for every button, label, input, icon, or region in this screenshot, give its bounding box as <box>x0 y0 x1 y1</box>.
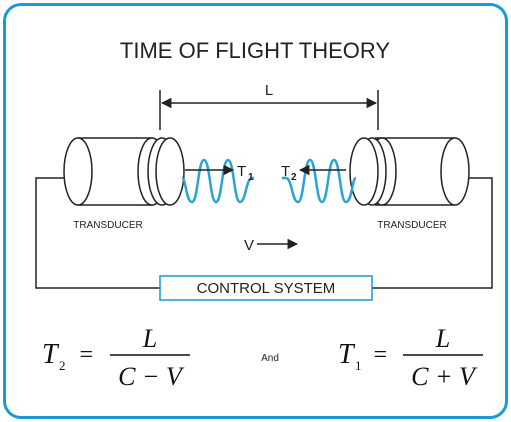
and-label: And <box>261 353 279 364</box>
t1-label: T <box>237 163 246 180</box>
t2-indicator: T 2 <box>281 163 346 183</box>
formula-t1-numerator: L <box>435 324 450 353</box>
t2-label: T <box>281 163 290 180</box>
transducer-right-label: TRANSDUCER <box>377 220 446 231</box>
formula-t1-lhs: T <box>338 339 356 370</box>
transducer-left-label: TRANSDUCER <box>73 220 142 231</box>
formula-t2-equals: = <box>78 342 94 368</box>
t2-subscript: 2 <box>291 172 297 183</box>
distance-label: L <box>265 82 273 99</box>
formula-t1-lhs-sub: 1 <box>355 358 362 373</box>
velocity-label: V <box>244 237 254 254</box>
formula-t2-numerator: L <box>142 324 157 353</box>
wave-right <box>282 158 358 204</box>
formula-t2: T 2 = L C − V <box>42 324 190 391</box>
formula-t2-lhs-sub: 2 <box>59 358 66 373</box>
wave-left <box>180 158 254 204</box>
diagram-frame <box>3 3 508 419</box>
formula-t2-lhs: T <box>42 339 60 370</box>
transducer-right: TRANSDUCER <box>349 137 470 231</box>
diagram-title: TIME OF FLIGHT THEORY <box>120 38 390 63</box>
t1-indicator: T 1 <box>185 163 254 183</box>
wiring <box>35 177 493 289</box>
formula-t1: T 1 = L C + V <box>338 324 483 391</box>
distance-dimension: L <box>159 82 379 130</box>
formula-t1-equals: = <box>372 342 388 368</box>
velocity-indicator: V <box>244 237 299 254</box>
formula-t1-denominator: C + V <box>411 362 478 391</box>
control-system-label: CONTROL SYSTEM <box>197 280 336 297</box>
t1-subscript: 1 <box>248 172 254 183</box>
control-system-box: CONTROL SYSTEM <box>159 275 373 301</box>
formula-t2-denominator: C − V <box>118 362 185 391</box>
transducer-left: TRANSDUCER <box>63 137 185 231</box>
